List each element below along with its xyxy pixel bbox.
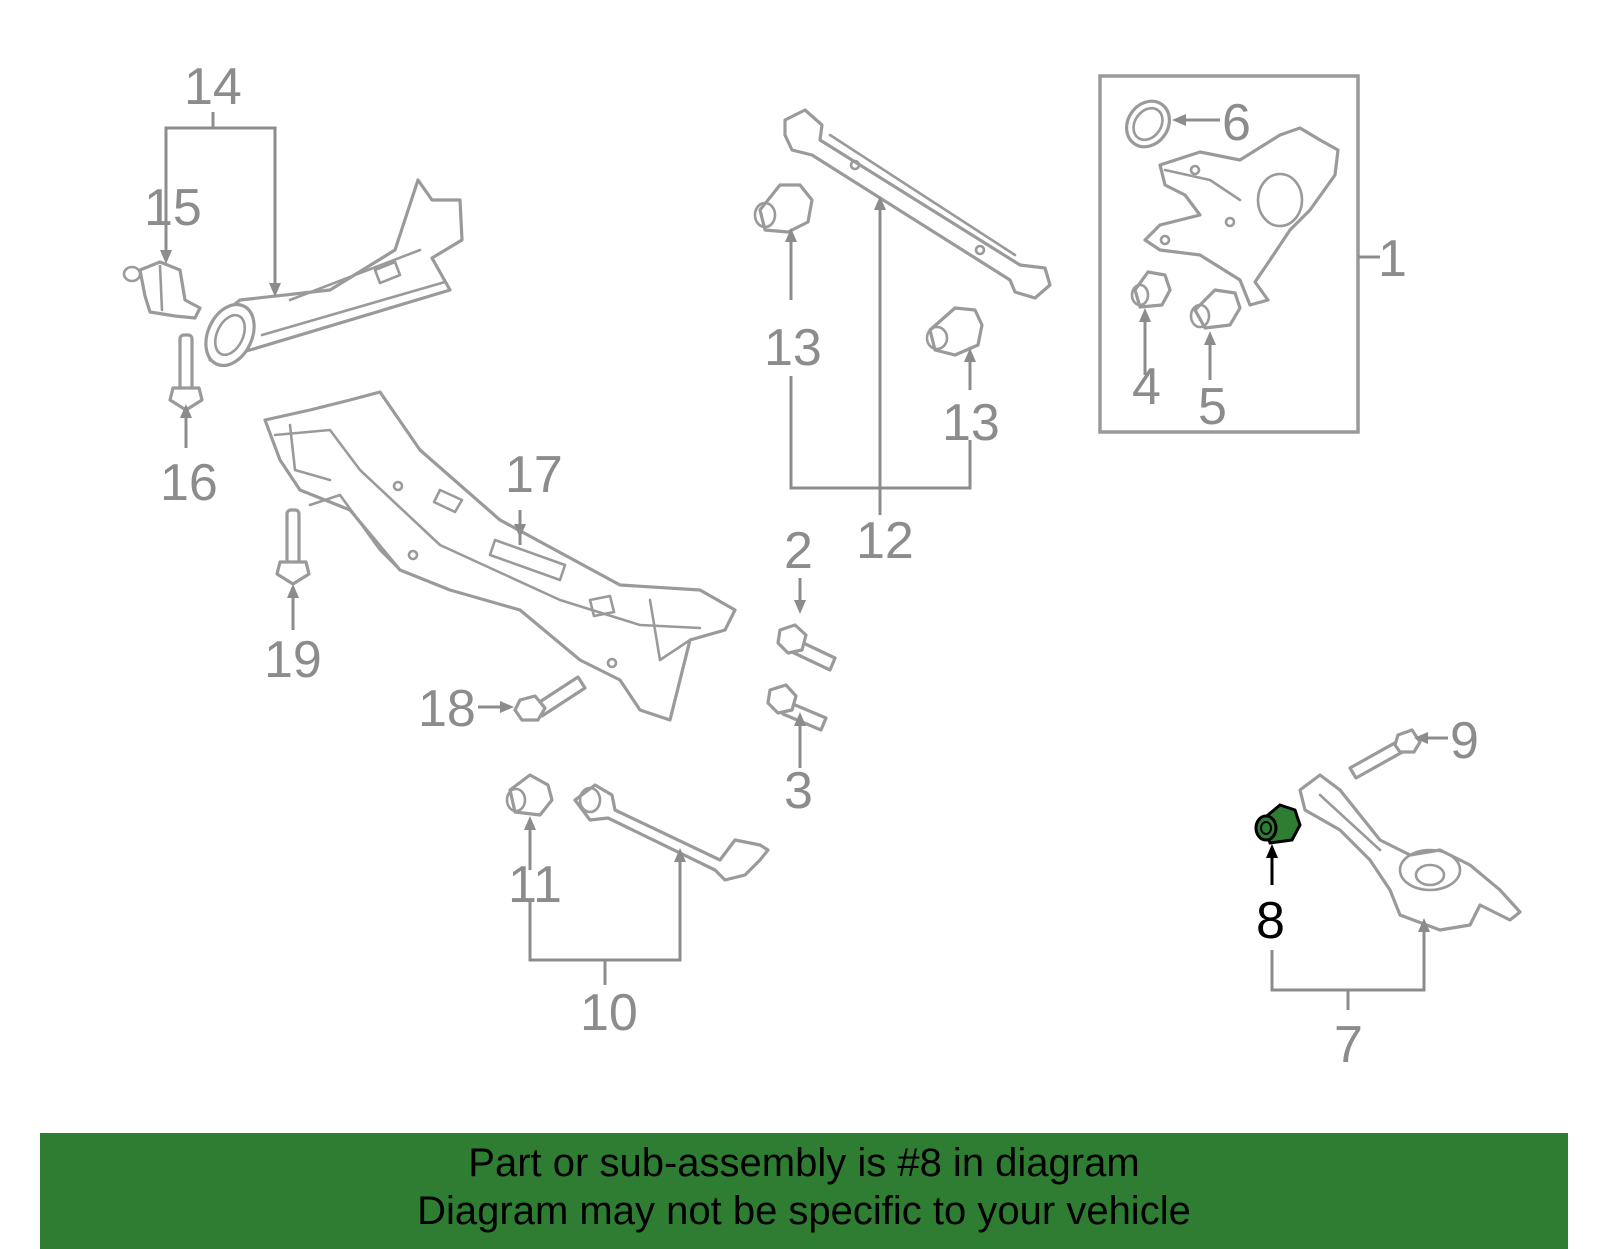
- callout-18: 18: [418, 680, 476, 738]
- callout-10: 10: [580, 984, 638, 1042]
- trailing-arm: [204, 178, 464, 368]
- callout-1: 1: [1378, 230, 1407, 288]
- lower-arm-7: [1298, 773, 1522, 932]
- callout-7: 7: [1334, 1016, 1363, 1074]
- bolt-3: [766, 683, 828, 732]
- info-banner: Part or sub-assembly is #8 in diagram Di…: [40, 1133, 1568, 1249]
- callout-16: 16: [160, 454, 218, 512]
- upper-link-12: [783, 108, 1052, 300]
- callout-19: 19: [264, 631, 322, 689]
- lateral-link-10: [573, 783, 770, 882]
- callout-6: 6: [1222, 94, 1251, 152]
- callout-5: 5: [1198, 378, 1227, 436]
- callout-14: 14: [184, 58, 242, 116]
- callout-3: 3: [784, 762, 813, 820]
- callout-2: 2: [784, 522, 813, 580]
- crossmember: [263, 390, 737, 722]
- callout-9: 9: [1450, 712, 1479, 770]
- callout-13b: 13: [942, 394, 1000, 452]
- bushing-11: [505, 773, 554, 817]
- callout-13a: 13: [764, 319, 822, 377]
- bolt-19: [275, 508, 311, 586]
- knuckle-1: [1143, 126, 1340, 307]
- seal-6: [1125, 99, 1171, 149]
- bushing-5: [1189, 288, 1242, 330]
- callout-11: 11: [508, 856, 562, 914]
- bushing-15: [122, 260, 202, 320]
- callout-17: 17: [505, 446, 563, 504]
- bolt-18: [513, 675, 587, 722]
- bolt-2: [776, 623, 837, 672]
- banner-line-2: Diagram may not be specific to your vehi…: [417, 1189, 1191, 1233]
- bushing-8-highlighted: [1254, 803, 1302, 845]
- callout-4: 4: [1132, 358, 1161, 416]
- bushing-4: [1130, 270, 1172, 309]
- bushing-13b: [925, 306, 984, 357]
- callout-8: 8: [1256, 892, 1285, 950]
- bushing-13a: [753, 183, 814, 234]
- banner-line-1: Part or sub-assembly is #8 in diagram: [468, 1141, 1140, 1185]
- callout-15: 15: [144, 179, 202, 237]
- callout-12: 12: [856, 512, 914, 570]
- bolt-16: [168, 333, 204, 412]
- bolt-9: [1348, 728, 1422, 780]
